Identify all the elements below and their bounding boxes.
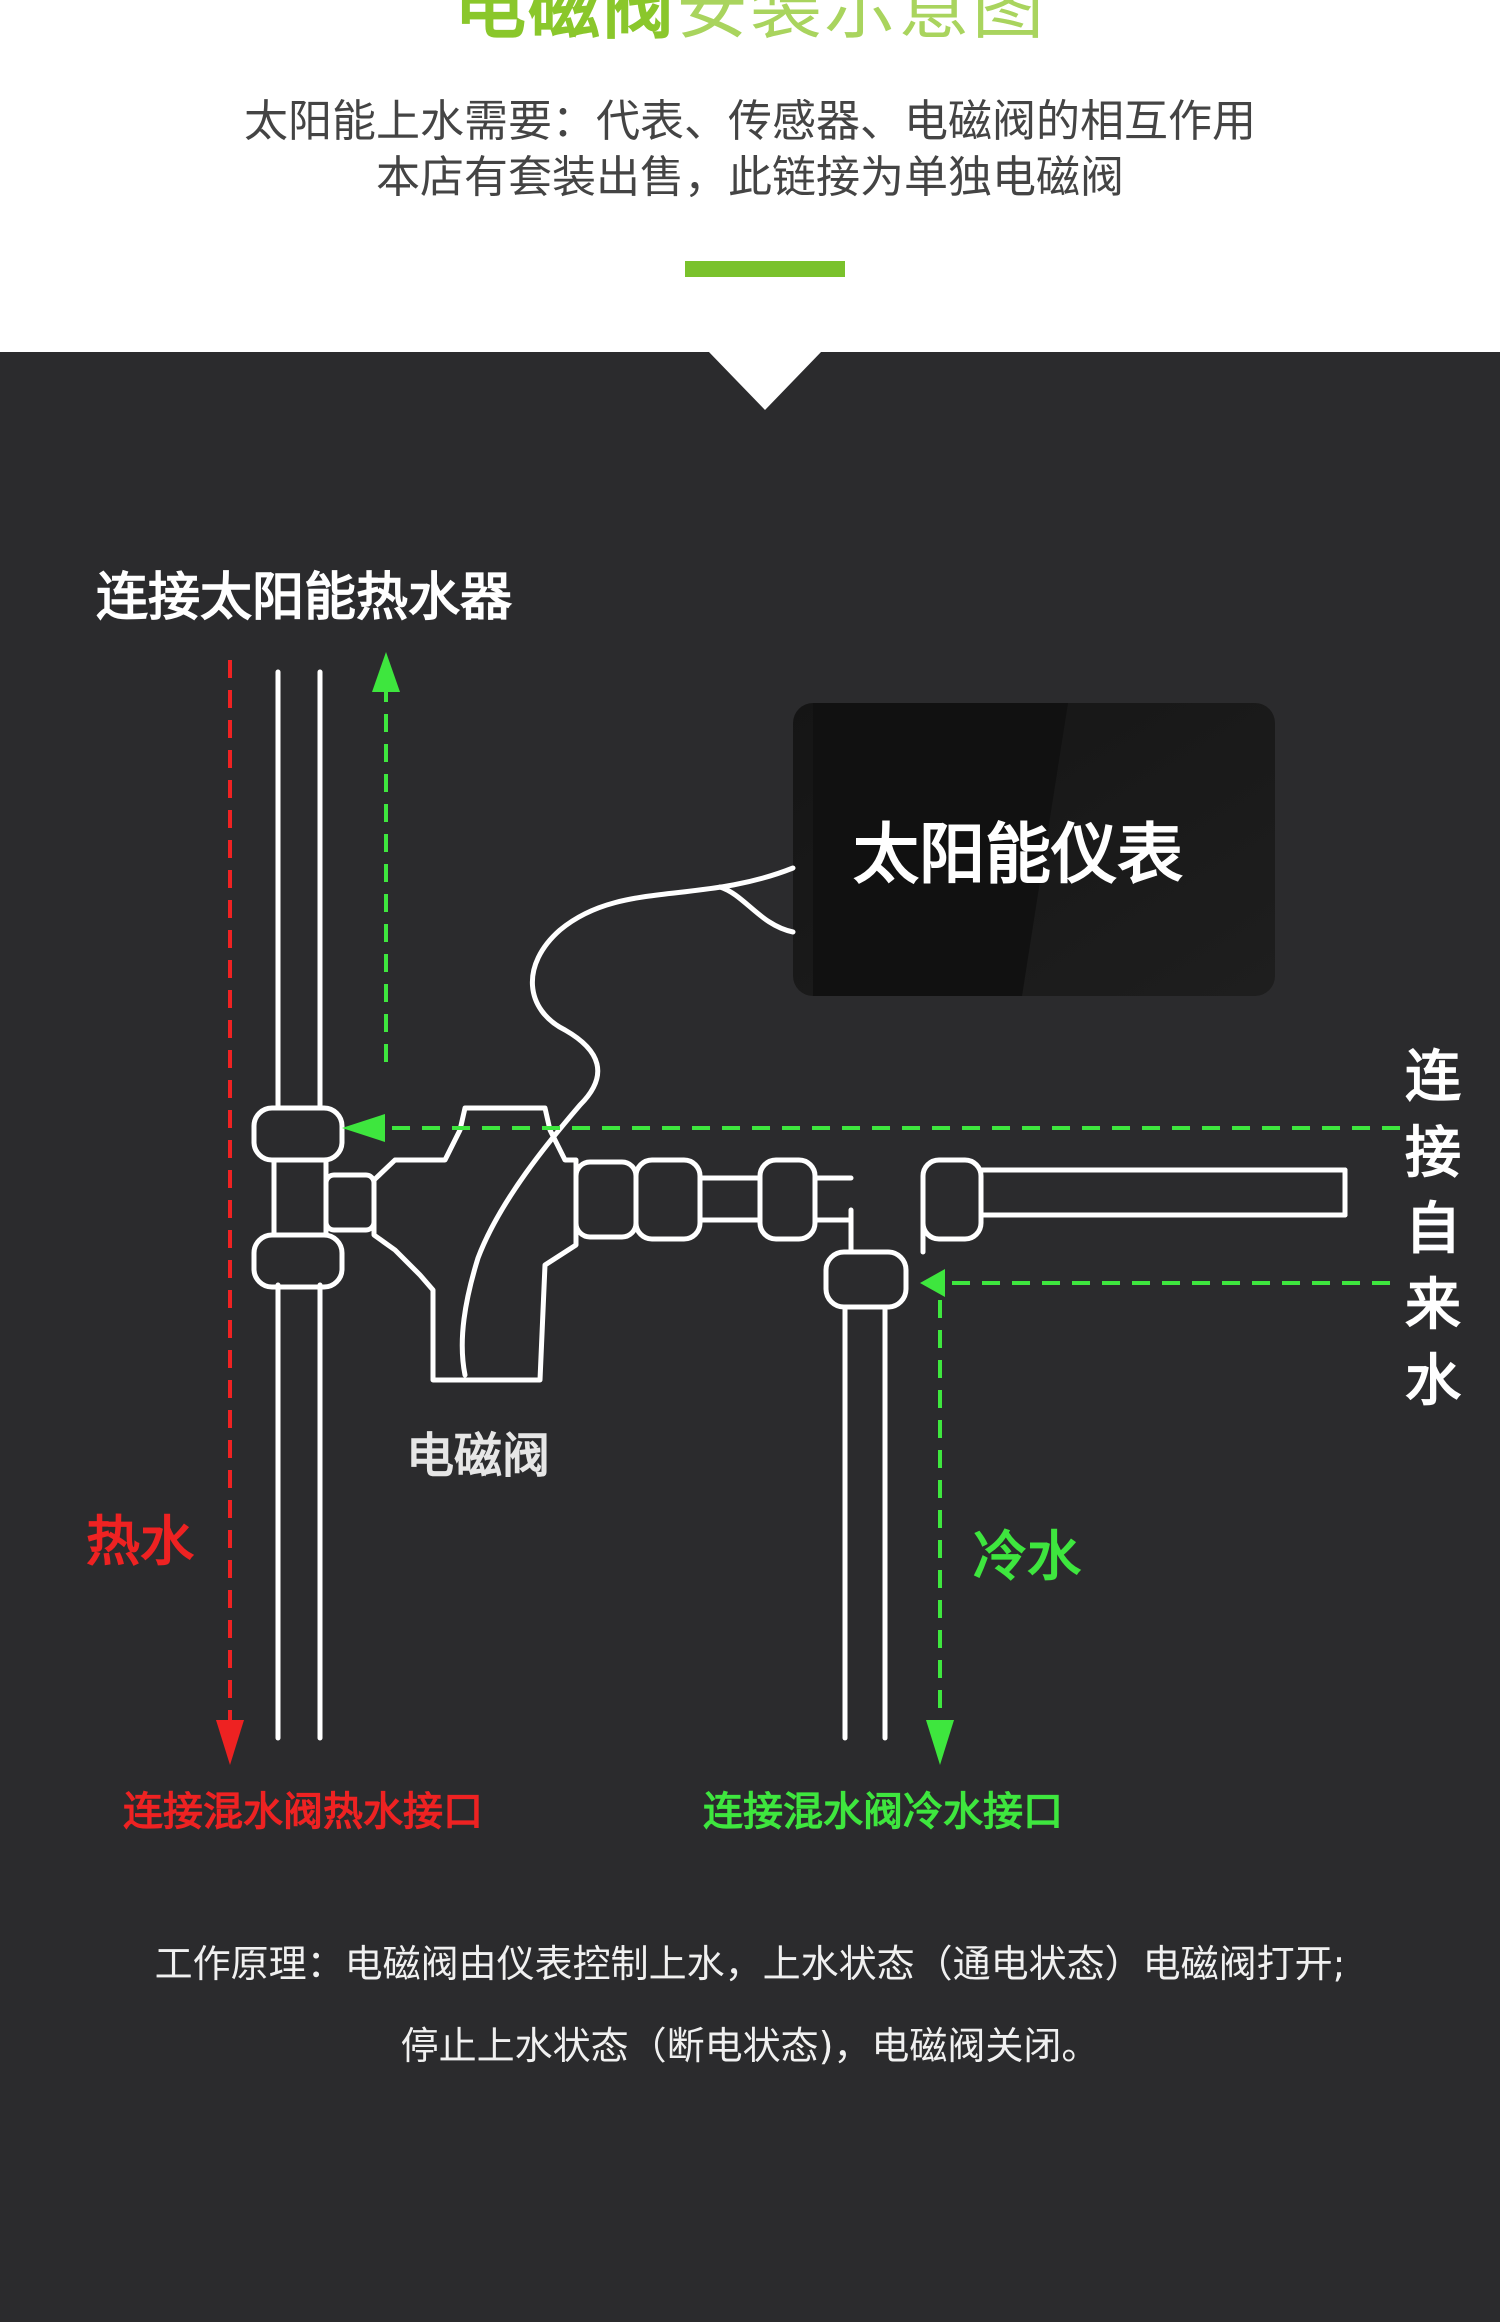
label-connect-solar-heater: 连接太阳能热水器 — [96, 568, 513, 628]
side-char-2: 接 — [1405, 1121, 1461, 1186]
diagram-panel — [0, 352, 1500, 2322]
control-wire — [459, 865, 796, 1378]
union-nut-2 — [757, 1157, 818, 1242]
header-section: 电磁阀安装示意图 太阳能上水需要：代表、传感器、电磁阀的相互作用 本店有套装出售… — [0, 0, 1500, 352]
wire-branch — [717, 884, 796, 935]
valve-outlet-nut — [573, 1159, 639, 1240]
hot-tee-body — [271, 1157, 329, 1238]
page-title: 电磁阀安装示意图 — [453, 0, 1047, 49]
cold-pipe-nut — [823, 1249, 909, 1310]
subtitle-line-2: 本店有套装出售，此链接为单独电磁阀 — [376, 152, 1124, 203]
side-char-4: 来 — [1405, 1273, 1461, 1338]
panel-notch — [708, 351, 822, 410]
arrow-heads — [216, 652, 954, 1765]
label-connect-tap-water: 连 接 自 来 水 — [1405, 1040, 1465, 1420]
label-cold-water: 冷水 — [973, 1525, 1081, 1588]
hot-tee-upper-nut — [251, 1105, 345, 1163]
label-solenoid-valve: 电磁阀 — [406, 1428, 551, 1484]
label-cold-outlet: 连接混水阀冷水接口 — [703, 1789, 1063, 1835]
side-char-3: 自 — [1405, 1197, 1461, 1262]
cold-tee-nut — [920, 1157, 984, 1242]
side-char-5: 水 — [1405, 1349, 1461, 1414]
accent-bar — [685, 261, 845, 277]
hot-tee-lower-nut — [251, 1232, 345, 1290]
union-nut-1 — [633, 1157, 703, 1242]
principle-line-1: 工作原理：电磁阀由仪表控制上水，上水状态（通电状态）电磁阀打开; — [154, 1942, 1346, 1986]
solar-meter-box — [793, 703, 1275, 996]
hot-tee-side-nut — [323, 1172, 377, 1233]
principle-line-2: 停止上水状态（断电状态)，电磁阀关闭。 — [400, 2024, 1100, 2068]
subtitle-line-1: 太阳能上水需要：代表、传感器、电磁阀的相互作用 — [244, 96, 1256, 147]
side-char-1: 连 — [1405, 1045, 1461, 1110]
label-hot-outlet: 连接混水阀热水接口 — [123, 1789, 483, 1835]
label-solar-meter: 太阳能仪表 — [853, 816, 1183, 893]
label-hot-water: 热水 — [86, 1510, 194, 1573]
